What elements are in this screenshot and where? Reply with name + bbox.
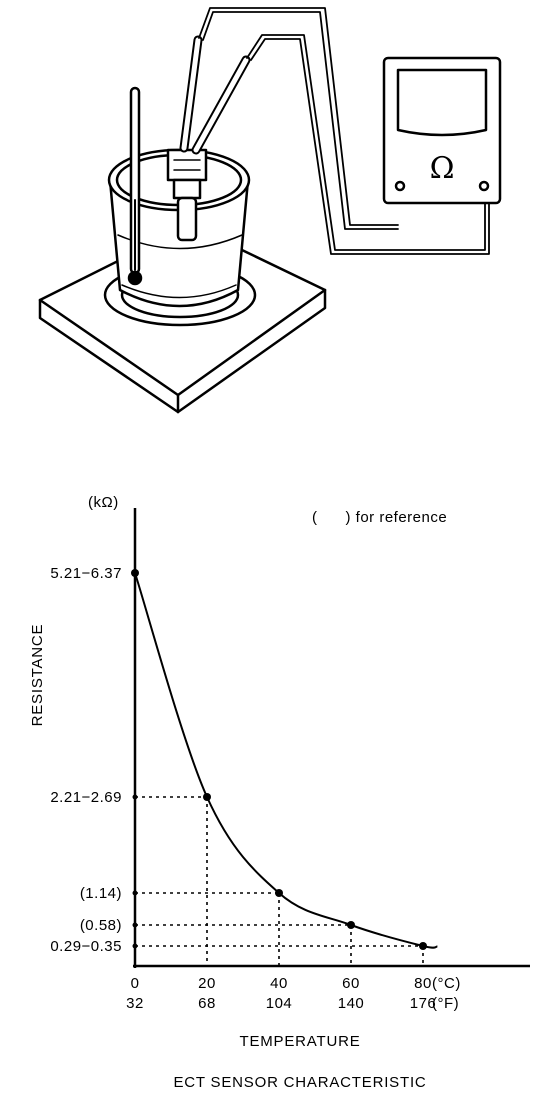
x-tick-labels: 0 32 20 68 40 104 60 140 80 176 [126, 975, 436, 1012]
y-tick-label: 0.29−0.35 [50, 938, 122, 955]
y-tick-label: 2.21−2.69 [50, 789, 122, 806]
x-axis-title: TEMPERATURE [239, 1033, 360, 1050]
x-tick-label-celsius: 40 [270, 975, 288, 992]
y-tick-mark [132, 794, 138, 800]
meter-probes [179, 35, 251, 155]
ect-sensor [166, 148, 208, 242]
reference-guides [135, 796, 424, 966]
y-tick-label: 5.21−6.37 [50, 565, 122, 582]
y-tick-label: (1.14) [80, 885, 122, 902]
figure-caption: ECT SENSOR CHARACTERISTIC [173, 1074, 426, 1091]
y-tick-labels: 5.21−6.37 2.21−2.69 (1.14) (0.58) 0.29−0.35 [50, 565, 138, 955]
y-tick-mark [132, 943, 138, 949]
resistance-curve [134, 565, 438, 949]
chart: 5.21−6.372.21−2.69(1.14)(0.58)0.29−0.35 … [29, 494, 530, 1050]
y-tick-mark [132, 890, 138, 896]
reference-note: ( ) for reference [312, 509, 447, 526]
x-tick-label-fahrenheit: 176 [410, 995, 437, 1012]
data-point [275, 889, 283, 897]
x-tick-label-fahrenheit: 32 [126, 995, 144, 1012]
y-tick-mark [132, 922, 138, 928]
x-tick-label-fahrenheit: 68 [198, 995, 216, 1012]
x-tick-label-celsius: 80 [414, 975, 432, 992]
x-tick-label-celsius: 60 [342, 975, 360, 992]
x-unit-celsius: (°C) [432, 975, 461, 992]
ohm-symbol: Ω [430, 151, 455, 186]
x-tick-label-celsius: 0 [131, 975, 140, 992]
data-point [203, 793, 211, 801]
y-unit-label: (kΩ) [88, 494, 119, 511]
x-tick-label-celsius: 20 [198, 975, 216, 992]
x-tick-label-fahrenheit: 104 [266, 995, 293, 1012]
y-axis-title: RESISTANCE [29, 624, 46, 727]
x-unit-fahrenheit: (°F) [432, 995, 459, 1012]
y-tick-mark [132, 570, 138, 576]
x-tick-label-fahrenheit: 140 [338, 995, 365, 1012]
thermometer [127, 86, 143, 286]
y-tick-label: (0.58) [80, 917, 122, 934]
ohmmeter [382, 56, 502, 205]
data-point [347, 921, 355, 929]
test-setup-illustration [38, 7, 502, 414]
data-point [419, 942, 427, 950]
data-points [131, 569, 427, 950]
test-leads [198, 7, 490, 255]
